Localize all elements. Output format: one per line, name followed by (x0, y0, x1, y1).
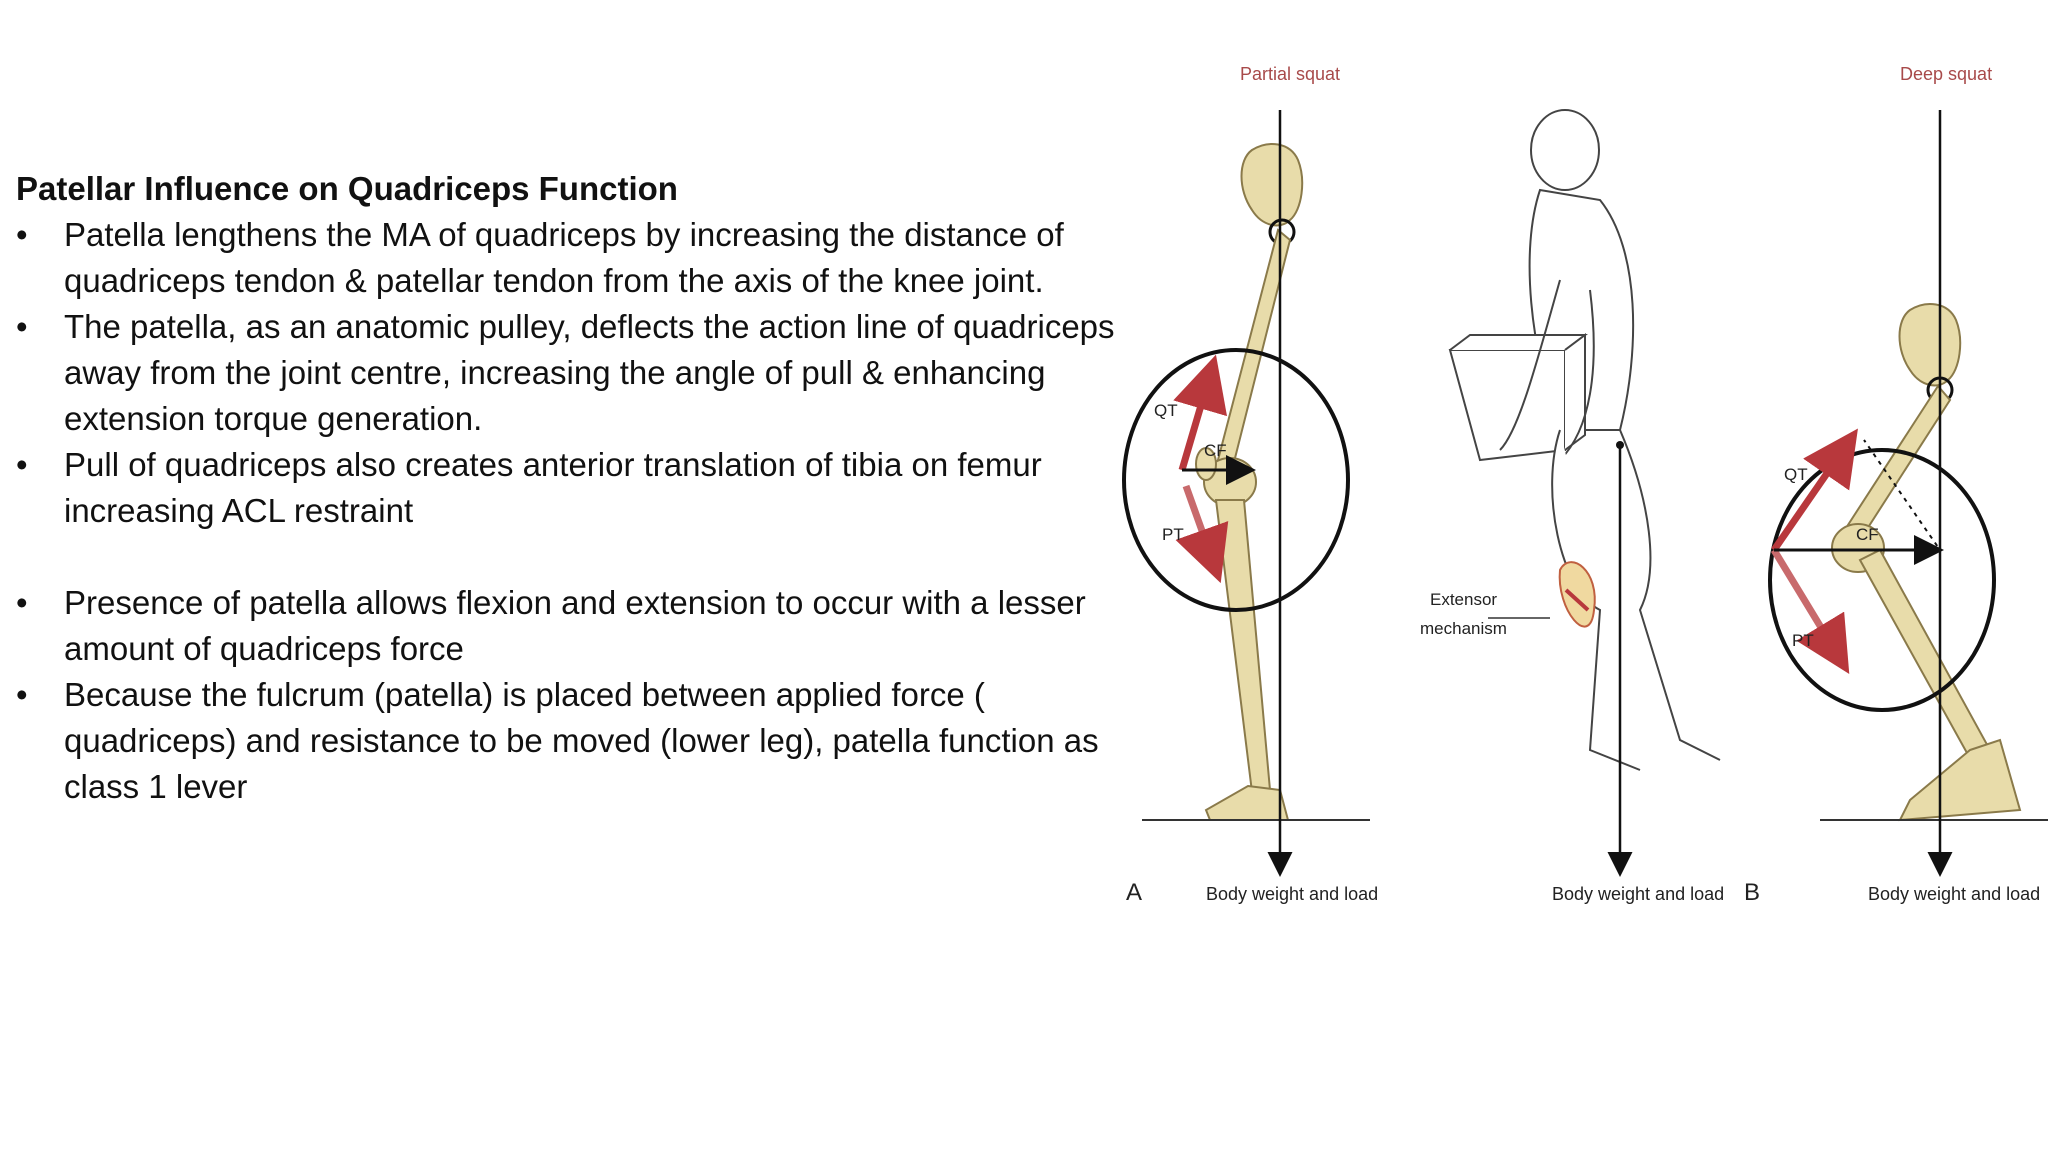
cf-label-b: CF (1856, 525, 1879, 544)
qt-label-a: QT (1154, 401, 1178, 420)
qt-label-b: QT (1784, 465, 1808, 484)
bullet-dot: • (16, 676, 28, 713)
lifting-person-illustration (1448, 109, 1721, 771)
bullet-item: • Because the fulcrum (patella) is placed… (16, 672, 1116, 810)
middle-annotations: Extensor mechanism Body weight and load (1420, 441, 1724, 904)
extensor-label-line2: mechanism (1420, 619, 1507, 638)
bullet-text: Pull of quadriceps also creates anterior… (64, 446, 1042, 529)
deep-squat-title: Deep squat (1900, 64, 1992, 84)
bullet-item: • Patella lengthens the MA of quadriceps … (16, 212, 1116, 304)
bullet-text: Presence of patella allows flexion and e… (64, 584, 1086, 667)
bullet-text: The patella, as an anatomic pulley, defl… (64, 308, 1115, 437)
bullet-text: Patella lengthens the MA of quadriceps b… (64, 216, 1064, 299)
bullet-dot: • (16, 584, 28, 621)
bullet-dot: • (16, 308, 28, 345)
squat-knee-diagram: Partial squat QT CF P (1122, 64, 2048, 906)
bullet-list: • Patella lengthens the MA of quadriceps … (16, 212, 1116, 810)
text-content: Patellar Influence on Quadriceps Functio… (16, 166, 1116, 810)
cf-label-a: CF (1204, 441, 1227, 460)
panel-b-letter: B (1744, 879, 1760, 906)
panel-b-skeleton: Deep squat QT CF PT B B (1744, 64, 2048, 906)
panel-a-letter: A (1126, 879, 1142, 906)
pt-label-a: PT (1162, 525, 1184, 544)
pt-label-b: PT (1792, 631, 1814, 650)
body-weight-label-a: Body weight and load (1206, 884, 1378, 904)
partial-squat-title: Partial squat (1240, 64, 1340, 84)
bullet-dot: • (16, 216, 28, 253)
bullet-text: Because the fulcrum (patella) is placed … (64, 676, 1099, 805)
slide-title: Patellar Influence on Quadriceps Functio… (16, 170, 678, 207)
bullet-spacer (16, 534, 1116, 580)
panel-a-skeleton: Partial squat QT CF P (1122, 64, 1378, 906)
extensor-label-line1: Extensor (1430, 590, 1497, 609)
bullet-item: • Pull of quadriceps also creates anterio… (16, 442, 1116, 534)
bullet-item: • Presence of patella allows flexion and… (16, 580, 1116, 672)
body-weight-label-b: Body weight and load (1868, 884, 2040, 904)
bullet-dot: • (16, 446, 28, 483)
bullet-item: • The patella, as an anatomic pulley, def… (16, 304, 1116, 442)
body-weight-label-middle: Body weight and load (1552, 884, 1724, 904)
